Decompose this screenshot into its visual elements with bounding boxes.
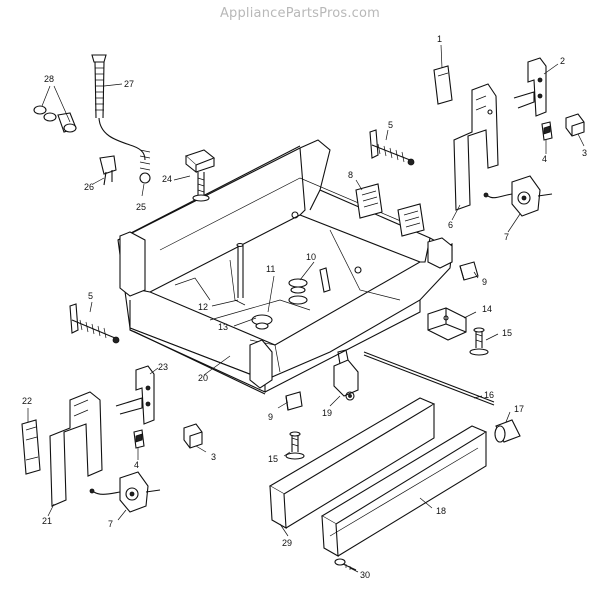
callout-19: 19	[322, 408, 332, 418]
hose-clip	[99, 155, 117, 186]
callout-4: 4	[542, 154, 547, 164]
callout-labels: 1 2 3 3 4 4 5 5 6 7 7 8 9 9 10 11 12 13 …	[22, 34, 587, 580]
screw-30	[334, 558, 357, 571]
valve-19	[333, 349, 359, 401]
motor-7-lower	[89, 471, 161, 513]
callout-28: 28	[44, 74, 54, 84]
motor-7-upper	[483, 175, 553, 217]
callout-10: 10	[306, 252, 316, 262]
rod-16	[363, 351, 495, 406]
bracket-14	[427, 307, 467, 341]
callout-13: 13	[218, 322, 228, 332]
callout-4: 4	[134, 460, 139, 470]
clip-9-lower	[285, 391, 303, 411]
bolt-24	[184, 149, 216, 202]
callout-15: 15	[268, 454, 278, 464]
callout-11: 11	[266, 264, 275, 274]
clip-3-lower	[183, 423, 203, 449]
callout-14: 14	[482, 304, 492, 314]
callout-24: 24	[162, 174, 172, 184]
clip-3-upper	[565, 113, 585, 137]
callout-22: 22	[22, 396, 32, 406]
panel-22	[21, 419, 41, 475]
bracket-6	[453, 83, 499, 211]
callout-1: 1	[437, 34, 442, 44]
leveling-foot-15-left	[285, 431, 305, 460]
kick-panel-29	[268, 397, 436, 529]
watermark: AppliancePartsPros.com	[219, 6, 381, 21]
callout-6: 6	[448, 220, 453, 230]
callout-2: 2	[560, 56, 565, 66]
callout-20: 20	[198, 373, 208, 383]
spring-5-upper	[369, 129, 415, 166]
callout-21: 21	[42, 516, 52, 526]
spring-5-lower	[69, 303, 120, 344]
callout-17: 17	[514, 404, 524, 414]
callout-3: 3	[582, 148, 587, 158]
callout-16: 16	[484, 390, 494, 400]
drain-hose	[91, 54, 151, 184]
bracket-23	[115, 365, 155, 425]
callout-5: 5	[388, 120, 393, 130]
clip-9-right	[459, 261, 479, 281]
callout-27: 27	[124, 79, 134, 89]
bracket-1	[433, 65, 453, 105]
callout-7: 7	[504, 232, 509, 242]
callout-15: 15	[502, 328, 512, 338]
bracket-2	[513, 57, 547, 117]
callout-26: 26	[84, 182, 94, 192]
bracket-21	[49, 391, 103, 507]
hose-clamps	[33, 105, 77, 133]
callout-5: 5	[88, 291, 93, 301]
kick-panel-18	[320, 425, 488, 557]
callout-30: 30	[360, 570, 370, 580]
leader-lines	[27, 44, 585, 573]
terminal-block	[355, 183, 425, 237]
switch-4-upper	[541, 121, 553, 141]
callout-18: 18	[436, 506, 446, 516]
callout-8: 8	[348, 170, 353, 180]
callout-7: 7	[108, 519, 113, 529]
callout-12: 12	[198, 302, 208, 312]
callout-23: 23	[158, 362, 168, 372]
callout-9: 9	[268, 412, 273, 422]
callout-3: 3	[211, 452, 216, 462]
callout-25: 25	[136, 202, 146, 212]
switch-4-lower	[133, 429, 145, 449]
knob-17	[494, 419, 521, 443]
callout-9: 9	[482, 277, 487, 287]
callout-29: 29	[282, 538, 292, 548]
leveling-foot-15-right	[469, 327, 489, 356]
